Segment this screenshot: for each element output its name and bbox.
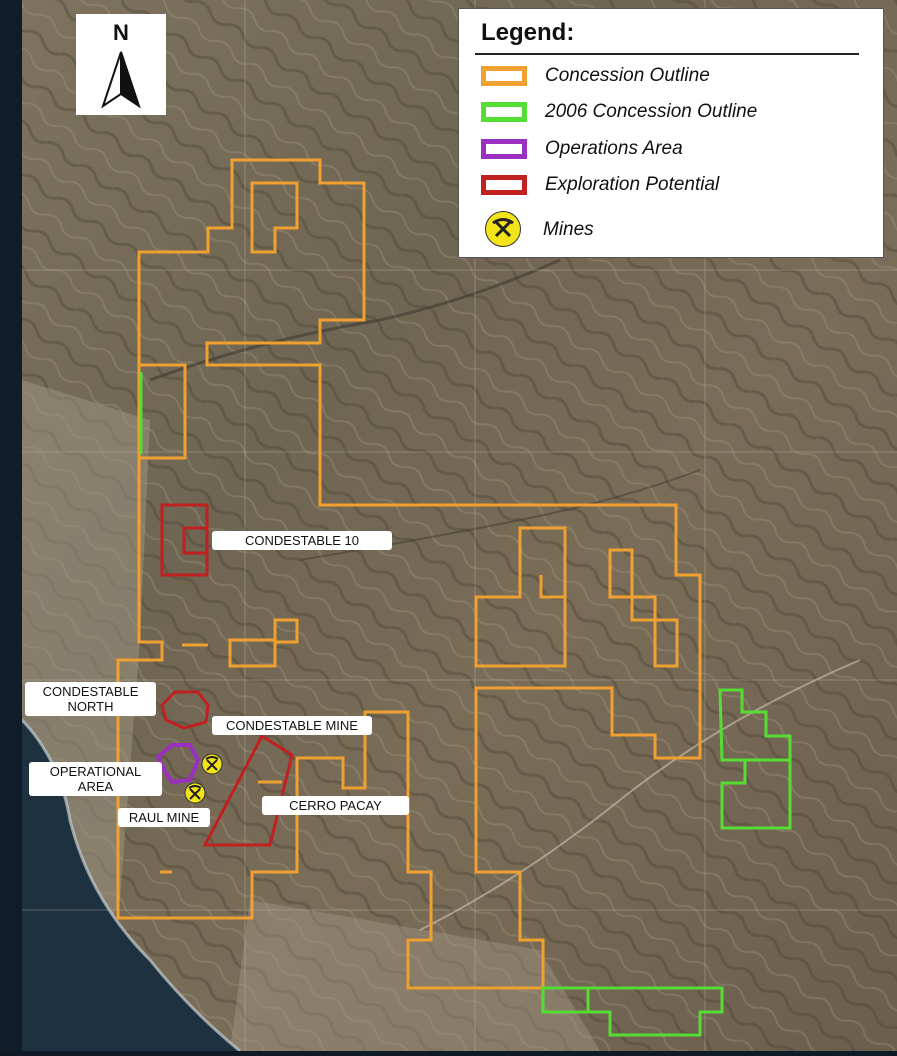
- ocean: [22, 720, 240, 1051]
- pickaxe-icon: [485, 211, 521, 247]
- north-arrow-icon: [101, 51, 141, 109]
- desert-flat: [230, 900, 600, 1051]
- legend-label: Concession Outline: [545, 65, 710, 86]
- label-condestable-10: CONDESTABLE 10: [212, 531, 392, 550]
- exploration-potential-outline: [160, 503, 294, 847]
- label-cerro-pacay: CERRO PACAY: [262, 796, 409, 815]
- legend-title: Legend:: [481, 19, 575, 46]
- map-grid: [22, 0, 897, 1051]
- legend-label: Operations Area: [545, 138, 683, 159]
- orange-swatch-icon: [481, 66, 527, 86]
- label-condestable-north: CONDESTABLE NORTH: [25, 682, 156, 716]
- north-letter: N: [113, 20, 129, 45]
- mine-icon-condestable[interactable]: [201, 753, 223, 775]
- legend-label: Exploration Potential: [545, 174, 720, 195]
- left-frame-border: [0, 0, 22, 1051]
- concession-outline: [116, 158, 702, 990]
- label-operational-area: OPERATIONAL AREA: [29, 762, 162, 796]
- red-swatch-icon: [481, 175, 527, 195]
- green-swatch-icon: [481, 102, 527, 122]
- mine-icon-raul[interactable]: [184, 782, 206, 804]
- legend-panel: Legend: Concession Outline 2006 Concessi…: [458, 8, 884, 258]
- label-raul-mine: RAUL MINE: [118, 808, 210, 827]
- legend-label: 2006 Concession Outline: [545, 101, 758, 122]
- purple-swatch-icon: [481, 139, 527, 159]
- north-arrow: N: [76, 14, 166, 115]
- road: [419, 659, 861, 931]
- legend-label: Mines: [543, 219, 594, 240]
- concession-2006-outline: [139, 372, 792, 1037]
- river: [149, 258, 561, 382]
- label-condestable-mine: CONDESTABLE MINE: [212, 716, 372, 735]
- legend-divider: [475, 53, 859, 55]
- operations-area-outline: [155, 743, 201, 785]
